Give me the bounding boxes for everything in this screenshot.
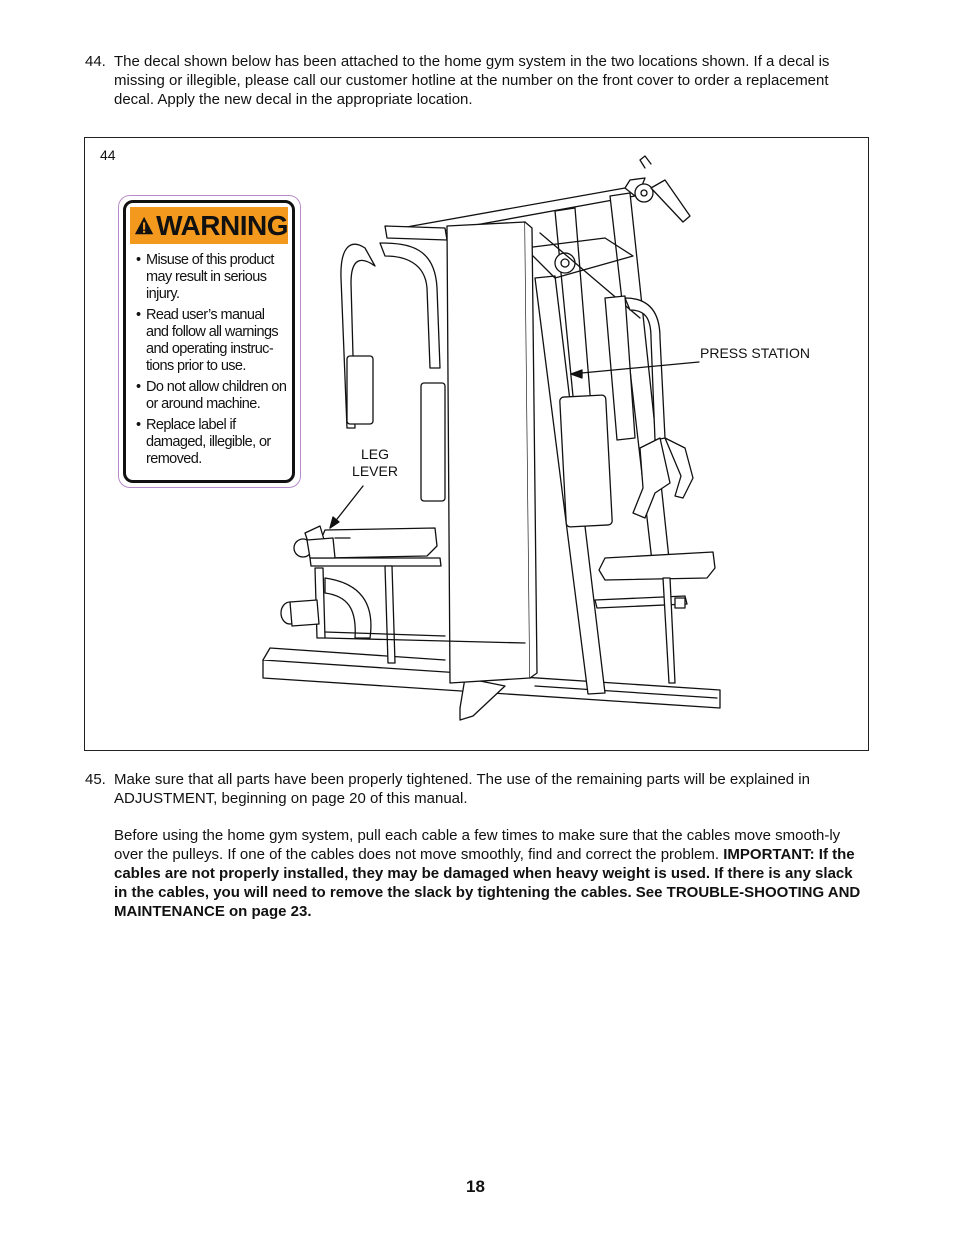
warning-decal: WARNING Misuse of this product may resul… bbox=[123, 200, 295, 483]
paragraph-text: Before using the home gym system, pull e… bbox=[114, 827, 841, 863]
decal-list: Misuse of this product may result in ser… bbox=[136, 252, 288, 472]
step-45: 45. Make sure that all parts have been p… bbox=[85, 770, 875, 930]
home-gym-illustration bbox=[262, 155, 721, 721]
press-station-label: PRESS STATION bbox=[700, 345, 810, 361]
important-note: IMPORTANT: If the cables are not properl… bbox=[114, 846, 861, 920]
decal-item: Do not allow children on or around machi… bbox=[136, 379, 288, 413]
figure-number: 44 bbox=[100, 147, 116, 163]
step-number: 44. bbox=[85, 53, 106, 70]
warning-triangle-icon bbox=[134, 216, 154, 234]
decal-item: Replace label if damaged, illegible, or … bbox=[136, 417, 288, 468]
figure-44: 44 WARNING Misuse of this product may re… bbox=[84, 137, 869, 751]
step-paragraph-1: Make sure that all parts have been prope… bbox=[114, 771, 810, 807]
step-number: 45. bbox=[85, 771, 106, 788]
decal-item: Read user’s manual and follow all warnin… bbox=[136, 307, 288, 375]
step-44: 44. The decal shown below has been attac… bbox=[85, 52, 875, 112]
decal-cut-outline bbox=[118, 195, 301, 488]
page-number: 18 bbox=[466, 1177, 485, 1196]
decal-header: WARNING bbox=[130, 207, 288, 244]
step-text: The decal shown below has been attached … bbox=[114, 53, 830, 108]
step-paragraph-2: Before using the home gym system, pull e… bbox=[114, 826, 869, 921]
decal-title: WARNING bbox=[156, 209, 288, 241]
decal-item: Misuse of this product may result in ser… bbox=[136, 252, 288, 303]
